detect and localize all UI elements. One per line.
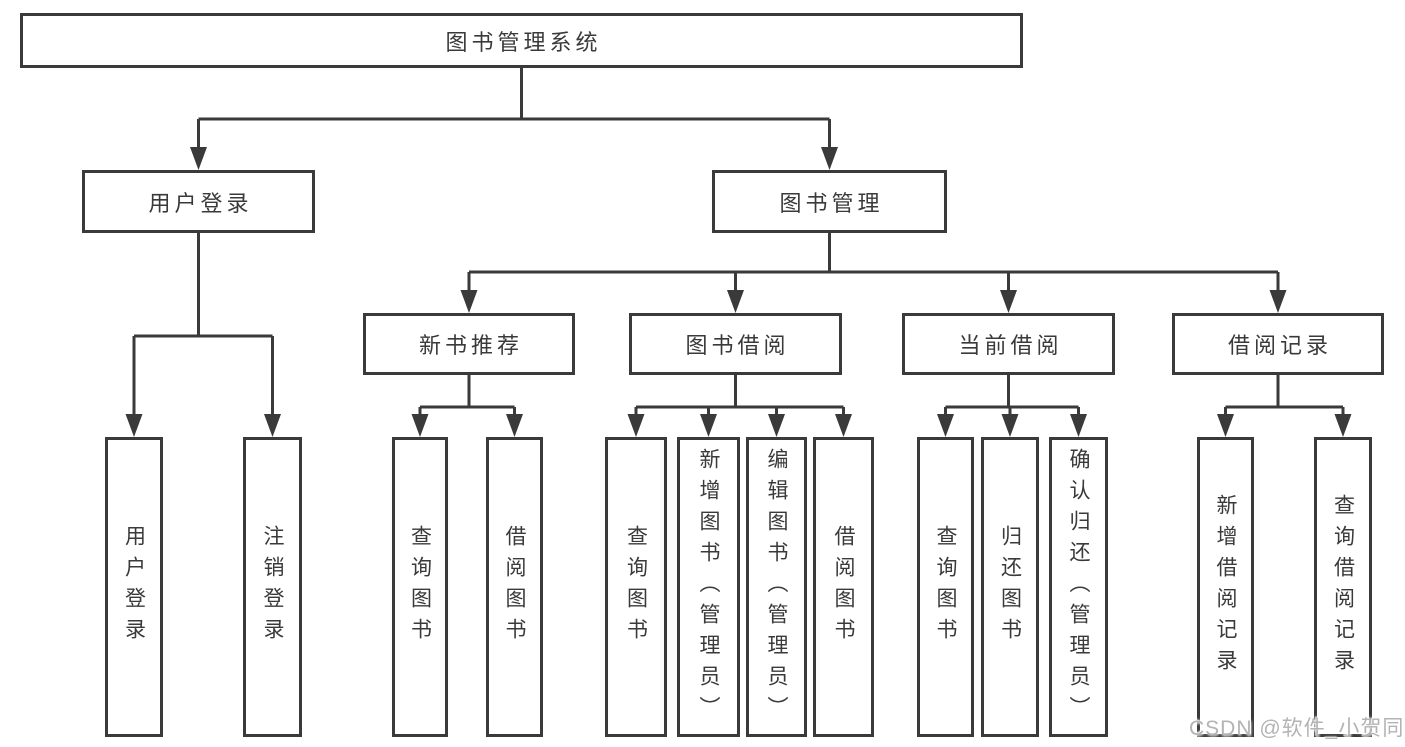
leaf-newbook-query-books-label: 查询图书 <box>408 525 432 649</box>
leaf-bookborrow-borrow-books: 借阅图书 <box>813 437 874 737</box>
leaf-newbook-borrow-books: 借阅图书 <box>486 437 543 737</box>
node-book-management-branch: 图书管理 <box>712 170 947 233</box>
leaf-records-add-borrow-record: 新增借阅记录 <box>1197 437 1254 737</box>
node-current-borrowing-label: 当前借阅 <box>958 333 1063 358</box>
leaf-currentborrow-return-books-label: 归还图书 <box>998 525 1022 649</box>
node-user-login-branch: 用户登录 <box>82 170 315 233</box>
node-current-borrowing: 当前借阅 <box>902 313 1115 375</box>
leaf-currentborrow-query-books: 查询图书 <box>917 437 974 737</box>
node-borrow-records: 借阅记录 <box>1172 313 1384 375</box>
leaf-user-login-label: 用户登录 <box>122 525 146 649</box>
node-root-label: 图书管理系统 <box>445 29 602 55</box>
leaf-currentborrow-confirm-return-admin-label: 确认归还（管理员） <box>1067 447 1090 727</box>
leaf-bookborrow-edit-book-admin: 编辑图书（管理员） <box>746 437 807 737</box>
leaf-newbook-borrow-books-label: 借阅图书 <box>503 525 526 649</box>
node-book-borrowing: 图书借阅 <box>629 313 842 375</box>
leaf-bookborrow-edit-book-admin-label: 编辑图书（管理员） <box>765 447 788 727</box>
leaf-currentborrow-confirm-return-admin: 确认归还（管理员） <box>1049 437 1108 737</box>
leaf-logout-label: 注销登录 <box>261 525 284 649</box>
leaf-logout: 注销登录 <box>243 437 302 737</box>
csdn-watermark: CSDN @软件_小贺同学 <box>1189 717 1405 740</box>
leaf-bookborrow-add-book-admin: 新增图书（管理员） <box>677 437 740 737</box>
leaf-bookborrow-query-books: 查询图书 <box>605 437 667 737</box>
node-new-book-label: 新书推荐 <box>418 333 523 358</box>
arrowheads <box>125 147 1352 437</box>
leaf-user-login: 用户登录 <box>105 437 163 737</box>
leaf-bookborrow-query-books-label: 查询图书 <box>624 525 648 649</box>
leaf-newbook-query-books: 查询图书 <box>392 437 448 737</box>
node-user-login-label: 用户登录 <box>148 190 253 216</box>
node-borrow-records-label: 借阅记录 <box>1227 333 1332 358</box>
leaf-records-query-borrow-record: 查询借阅记录 <box>1314 437 1372 737</box>
node-new-book-recommendation: 新书推荐 <box>363 313 575 375</box>
node-root-system: 图书管理系统 <box>20 13 1023 68</box>
leaf-records-query-borrow-record-label: 查询借阅记录 <box>1331 494 1355 680</box>
leaf-bookborrow-add-book-admin-label: 新增图书（管理员） <box>697 447 720 727</box>
node-book-management-label: 图书管理 <box>779 190 884 216</box>
leaf-bookborrow-borrow-books-label: 借阅图书 <box>832 525 855 649</box>
leaf-currentborrow-query-books-label: 查询图书 <box>934 525 957 649</box>
node-book-borrowing-label: 图书借阅 <box>685 333 790 358</box>
leaf-currentborrow-return-books: 归还图书 <box>981 437 1039 737</box>
leaf-records-add-borrow-record-label: 新增借阅记录 <box>1214 494 1237 680</box>
